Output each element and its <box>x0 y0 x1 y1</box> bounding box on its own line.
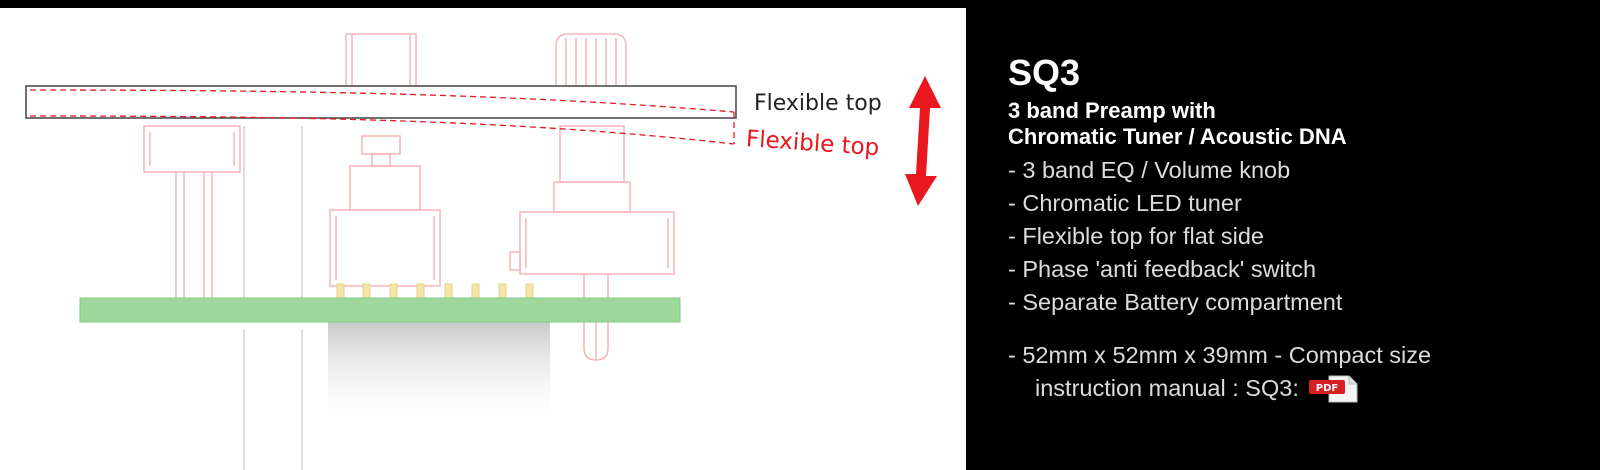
instruction-manual-label: instruction manual : SQ3: <box>1035 375 1299 401</box>
pdf-file-icon[interactable]: PDF <box>1307 374 1359 404</box>
drop-shadow <box>328 320 550 430</box>
info-panel: SQ3 3 band Preamp with Chromatic Tuner /… <box>1008 52 1588 405</box>
flexible-top-label: Flexible top <box>754 91 882 116</box>
instruction-manual-row: instruction manual : SQ3: PDF <box>1008 372 1588 405</box>
pdf-badge-text: PDF <box>1316 383 1338 394</box>
pcb-board <box>79 297 681 323</box>
feature-item: - Flexible top for flat side <box>1008 223 1264 249</box>
top-panel <box>25 85 737 119</box>
flex-arrow-icon <box>905 76 941 206</box>
feature-item: - 3 band EQ / Volume knob <box>1008 157 1291 183</box>
dimensions-spec: - 52mm x 52mm x 39mm - Compact size <box>1008 342 1432 368</box>
product-subtitle-line2: Chromatic Tuner / Acoustic DNA <box>1008 124 1347 149</box>
product-title: SQ3 <box>1008 52 1081 93</box>
feature-item: - Separate Battery compartment <box>1008 289 1343 315</box>
feature-list: - 3 band EQ / Volume knob - Chromatic LE… <box>1008 154 1588 319</box>
feature-item: - Chromatic LED tuner <box>1008 190 1242 216</box>
product-subtitle-line1: 3 band Preamp with <box>1008 98 1216 123</box>
phase-switch <box>329 33 441 287</box>
preamp-side-diagram <box>25 33 941 470</box>
flexed-top-outline <box>29 89 735 145</box>
jack-connector <box>143 125 241 306</box>
feature-item: - Phase 'anti feedback' switch <box>1008 256 1317 282</box>
diagram-panel: Flexible top Flexible top <box>0 8 966 470</box>
